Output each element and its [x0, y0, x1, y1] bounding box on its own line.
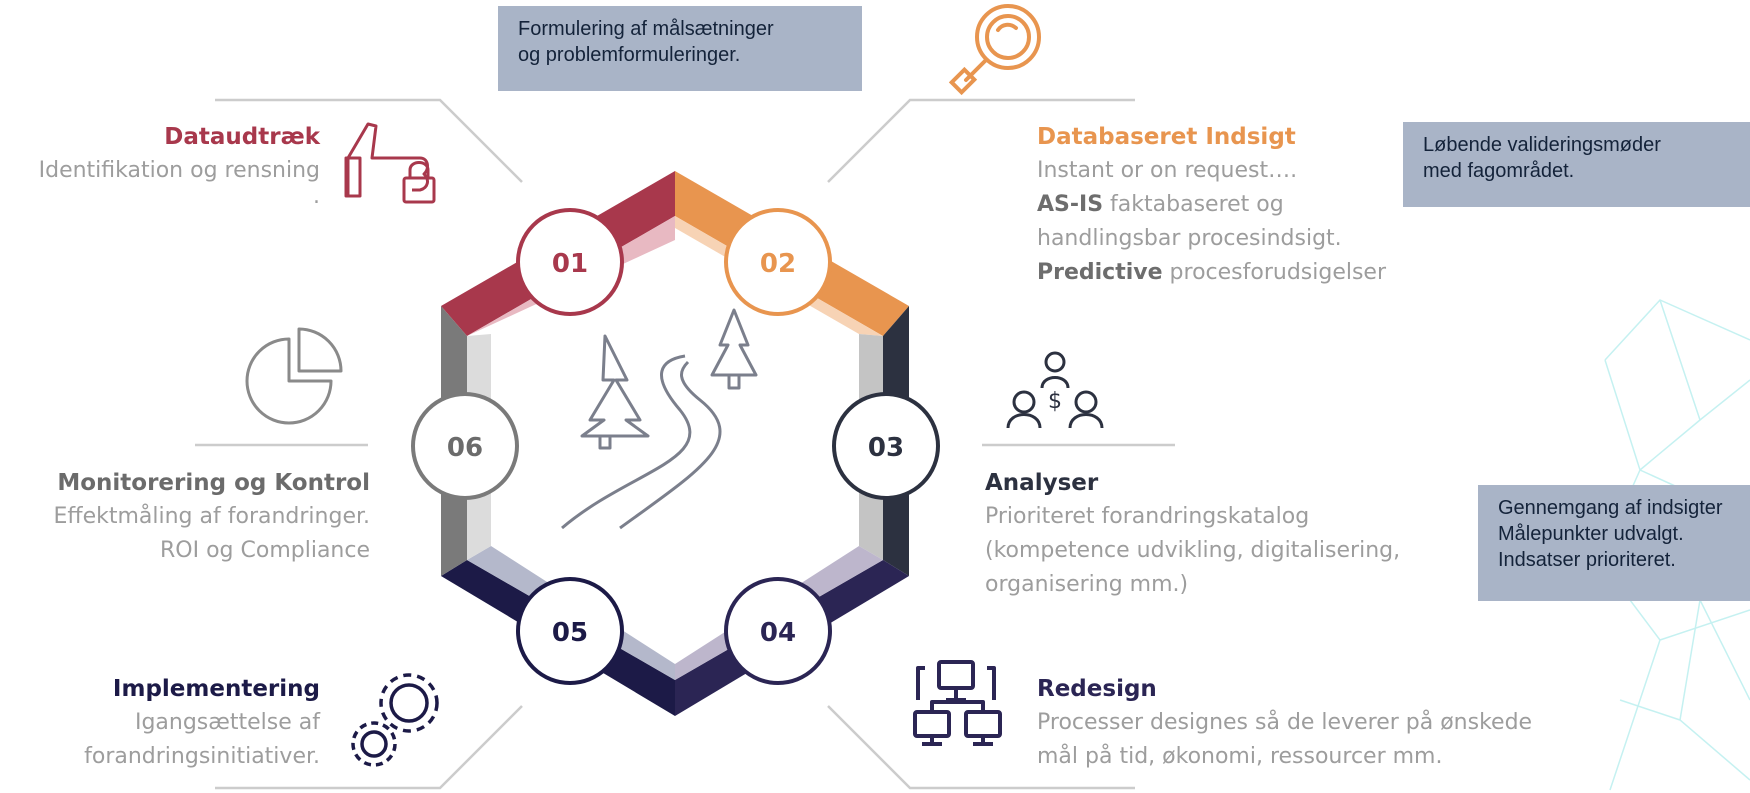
- step-circle-02: 02: [724, 208, 832, 316]
- step-circle-03: 03: [832, 392, 940, 500]
- gears-icon: [351, 673, 439, 767]
- step-circle-06: 06: [411, 392, 519, 500]
- step-02-line-4: Predictive procesforudsigelser: [1037, 256, 1386, 290]
- step-number-06: 06: [447, 433, 483, 463]
- callout-right-mid: Gennemgang af indsigter Målepunkter udva…: [1478, 485, 1750, 601]
- network-computers-icon: [913, 660, 1002, 746]
- as-is-label: AS-IS: [1037, 192, 1104, 217]
- thumbs-up-lock-icon: [344, 122, 436, 204]
- step-02-title: Databaseret Indsigt: [1037, 124, 1296, 150]
- step-circle-01: 01: [516, 208, 624, 316]
- road-trees-icon: [561, 308, 758, 530]
- step-06-line-2: ROI og Compliance: [160, 538, 370, 563]
- step-06-line-1: Effektmåling af forandringer.: [53, 504, 370, 529]
- callout-top: Formulering af målsætninger og problemfo…: [498, 6, 862, 91]
- step-03-line-1: Prioriteret forandringskatalog: [985, 504, 1310, 529]
- step-02-line-2-text: faktabaseret og: [1110, 192, 1284, 217]
- step-circle-05: 05: [516, 577, 624, 685]
- step-03-title: Analyser: [985, 470, 1099, 496]
- callout-right-mid-line-2: Målepunkter udvalgt.: [1498, 523, 1684, 545]
- step-04-line-2: mål på tid, økonomi, ressourcer mm.: [1037, 744, 1443, 769]
- step-01-line-1: Identifikation og rensning: [38, 158, 320, 183]
- step-06-text: Monitorering og Kontrol Effektmåling af …: [54, 466, 370, 568]
- pie-chart-icon: [245, 327, 343, 425]
- step-04-line-1: Processer designes så de leverer på ønsk…: [1037, 710, 1533, 735]
- step-number-05: 05: [552, 618, 588, 648]
- step-02-line-1: Instant or on request….: [1037, 158, 1298, 183]
- callout-right-top-line-1: Løbende valideringsmøder: [1423, 134, 1661, 156]
- callout-right-top-line-2: med fagområdet.: [1423, 160, 1575, 182]
- step-05-title: Implementering: [112, 676, 320, 702]
- step-01-line-2: .: [313, 184, 320, 209]
- step-circle-04: 04: [724, 577, 832, 685]
- svg-text:$: $: [1048, 389, 1062, 414]
- step-01-text: Dataudtræk Identifikation og rensning .: [38, 120, 320, 209]
- step-06-title: Monitorering og Kontrol: [57, 470, 370, 496]
- magnifier-icon: [948, 4, 1041, 96]
- step-number-04: 04: [760, 618, 796, 648]
- step-circles: 01 02 03 04 05 06: [411, 208, 940, 685]
- callout-right-mid-line-3: Indsatser prioriteret.: [1498, 549, 1676, 571]
- step-number-01: 01: [552, 249, 588, 279]
- step-02-line-2: AS-IS faktabaseret og: [1037, 188, 1386, 222]
- step-number-03: 03: [868, 433, 904, 463]
- connector-lines: [195, 98, 1175, 790]
- step-number-02: 02: [760, 249, 796, 279]
- step-02-text: Databaseret Indsigt Instant or on reques…: [1037, 120, 1386, 290]
- step-05-line-2: forandringsinitiativer.: [84, 744, 320, 769]
- step-03-text: Analyser Prioriteret forandringskatalog …: [985, 466, 1400, 602]
- step-02-line-3: handlingsbar procesindsigt.: [1037, 226, 1342, 251]
- callout-right-mid-line-1: Gennemgang af indsigter: [1498, 497, 1723, 519]
- people-money-icon: $: [1006, 351, 1104, 429]
- step-02-line-4-text: procesforudsigelser: [1169, 260, 1387, 285]
- step-03-line-3: organisering mm.): [985, 572, 1189, 597]
- step-03-line-2: (kompetence udvikling, digitalisering,: [985, 538, 1401, 563]
- predictive-label: Predictive: [1037, 260, 1163, 285]
- callout-right-top: Løbende valideringsmøder med fagområdet.: [1403, 122, 1750, 207]
- step-01-title: Dataudtræk: [164, 124, 320, 150]
- callout-top-line-1: Formulering af målsætninger: [518, 18, 774, 40]
- step-04-text: Redesign Processer designes så de levere…: [1037, 672, 1532, 774]
- step-04-title: Redesign: [1037, 676, 1157, 702]
- step-05-line-1: Igangsættelse af: [134, 710, 320, 735]
- step-05-text: Implementering Igangsættelse af forandri…: [84, 672, 320, 774]
- callout-top-line-2: og problemformuleringer.: [518, 44, 741, 66]
